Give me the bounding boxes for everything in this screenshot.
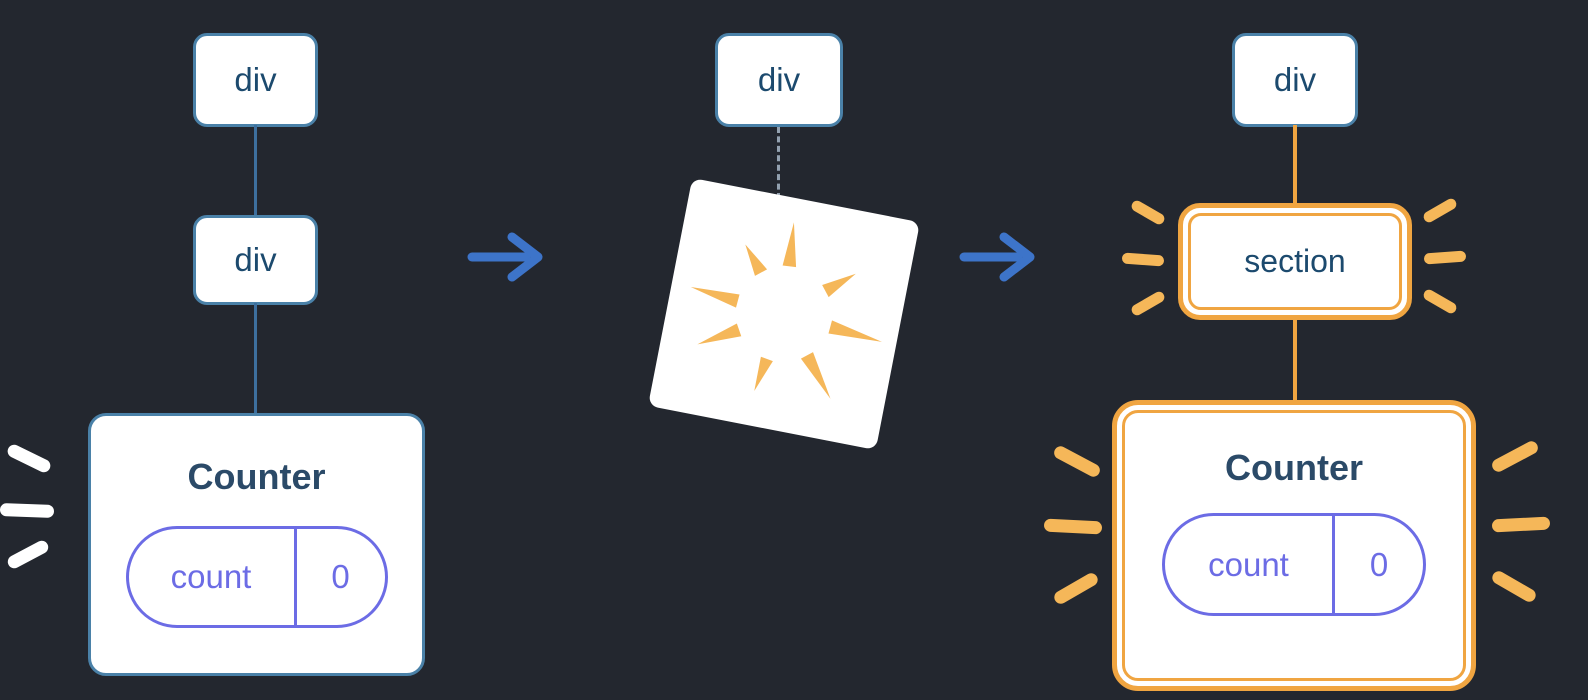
spark-icon [1421, 287, 1459, 316]
state-pill: count 0 [1162, 513, 1426, 616]
counter-component-card-left: Counter count 0 [88, 413, 425, 676]
spark-icon [1129, 198, 1167, 227]
spark-icon [5, 538, 51, 571]
node-label: section [1244, 243, 1346, 279]
connector-line-orange [1293, 318, 1297, 402]
node-label: div [234, 241, 277, 278]
spark-icon [5, 442, 53, 475]
state-pill: count 0 [125, 526, 388, 628]
spark-icon [1489, 439, 1541, 474]
node-label: div [1273, 61, 1317, 98]
spark-icon [1423, 250, 1467, 265]
state-value: 0 [293, 529, 385, 625]
state-value: 0 [1332, 516, 1423, 613]
arrow-right-icon [959, 232, 1035, 282]
tree-node-div-root-right: div [1232, 33, 1358, 127]
state-key: count [170, 558, 252, 595]
spark-icon [1491, 516, 1551, 533]
spark-icon [1121, 252, 1165, 267]
spark-icon [1051, 444, 1103, 479]
burst-icon [690, 222, 882, 399]
tree-node-div-root-left: div [193, 33, 318, 127]
node-label: div [234, 61, 277, 98]
tree-node-div-child-left: div [193, 215, 318, 305]
spark-icon [0, 503, 55, 518]
spark-icon [1489, 568, 1539, 605]
spark-icon [1421, 196, 1459, 225]
node-label: div [757, 61, 801, 98]
counter-card-inner: Counter count 0 [1122, 410, 1466, 681]
spark-icon [1051, 570, 1101, 607]
spark-icon [1043, 518, 1103, 535]
connector-line-blue [254, 303, 257, 415]
tree-node-section-highlighted: section [1178, 203, 1412, 320]
counter-title: Counter [1225, 447, 1363, 488]
connector-line-blue [254, 125, 257, 217]
connector-line-dashed [777, 127, 780, 199]
counter-component-card-right: Counter count 0 [1112, 400, 1476, 691]
poof-destroyed-subtree-icon [647, 177, 921, 451]
section-node-inner: section [1188, 213, 1402, 310]
spark-icon [1129, 289, 1167, 318]
arrow-right-icon [467, 232, 543, 282]
connector-line-orange [1293, 125, 1297, 205]
tree-node-div-root-middle: div [715, 33, 843, 127]
state-key: count [1208, 545, 1289, 583]
counter-title: Counter [187, 456, 326, 497]
